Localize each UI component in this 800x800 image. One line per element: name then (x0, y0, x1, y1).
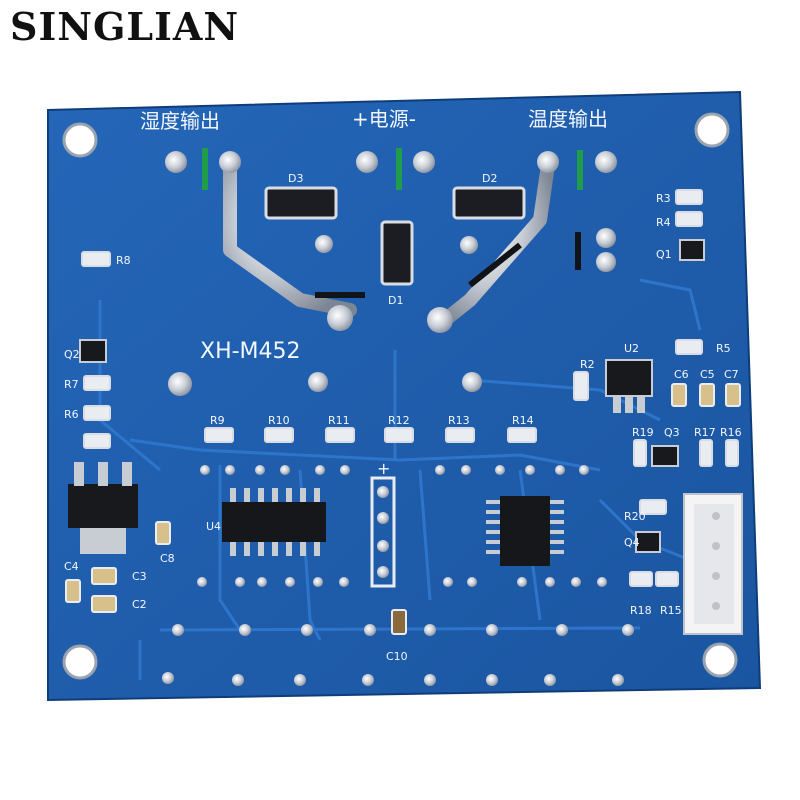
ref-r20: R20 (624, 510, 646, 523)
via-row-top (200, 465, 589, 475)
mounting-holes (62, 112, 738, 680)
ref-r17: R17 (694, 426, 716, 439)
board-model: XH-M452 (200, 339, 301, 364)
ref-c6: C6 (674, 368, 689, 381)
ref-r8: R8 (116, 254, 131, 267)
ref-r19: R19 (632, 426, 654, 439)
ic-mcu (486, 496, 564, 566)
ref-r3: R3 (656, 192, 671, 205)
jst-connector (683, 493, 743, 635)
pcb-board (47, 90, 762, 702)
ref-u4: U4 (206, 520, 221, 533)
ref-c2: C2 (132, 598, 147, 611)
ref-r12: R12 (388, 414, 410, 427)
ref-r14: R14 (512, 414, 534, 427)
ref-r10: R10 (268, 414, 290, 427)
brand-logo-text: SINGLIAN (10, 4, 240, 49)
ref-q2: Q2 (64, 348, 80, 361)
label-power: +电源- (352, 107, 416, 131)
via-row-mid (197, 577, 607, 587)
via-row-lower (172, 624, 634, 636)
voltage-regulator (68, 462, 138, 554)
ref-q3: Q3 (664, 426, 680, 439)
ref-r5: R5 (716, 342, 731, 355)
pin-header (370, 476, 396, 588)
ref-c4: C4 (64, 560, 79, 573)
ref-c8: C8 (160, 552, 175, 565)
ref-d2: D2 (482, 172, 497, 185)
terminal-pads (165, 151, 617, 396)
label-humidity-out: 湿度输出 (140, 109, 220, 133)
ic-u4 (222, 488, 326, 556)
trace-marks (202, 148, 583, 298)
ref-q1: Q1 (656, 248, 672, 261)
ref-r2: R2 (580, 358, 595, 371)
ref-r11: R11 (328, 414, 350, 427)
ref-u2: U2 (624, 342, 639, 355)
component-refs: D1 D2 D3 R2 R3 R4 R5 R8 R9 R10 R11 R12 R… (64, 172, 742, 663)
ref-r15: R15 (660, 604, 682, 617)
ref-r6: R6 (64, 408, 79, 421)
ref-r7: R7 (64, 378, 79, 391)
smd-resistors (81, 189, 739, 587)
transistors (79, 239, 705, 553)
via-row-bottom (162, 672, 624, 686)
label-temperature-out: 温度输出 (528, 107, 608, 131)
ref-c5: C5 (700, 368, 715, 381)
capacitors (65, 383, 741, 635)
ref-r16: R16 (720, 426, 742, 439)
ref-c7: C7 (724, 368, 739, 381)
ref-q4: Q4 (624, 536, 640, 549)
ref-r18: R18 (630, 604, 652, 617)
ref-r9: R9 (210, 414, 225, 427)
diodes (264, 186, 526, 286)
ref-c10: C10 (386, 650, 408, 663)
ref-r13: R13 (448, 414, 470, 427)
ref-r4: R4 (656, 216, 671, 229)
ref-d3: D3 (288, 172, 303, 185)
ref-c3: C3 (132, 570, 147, 583)
header-plus: + (377, 459, 390, 478)
ref-d1: D1 (388, 294, 403, 307)
